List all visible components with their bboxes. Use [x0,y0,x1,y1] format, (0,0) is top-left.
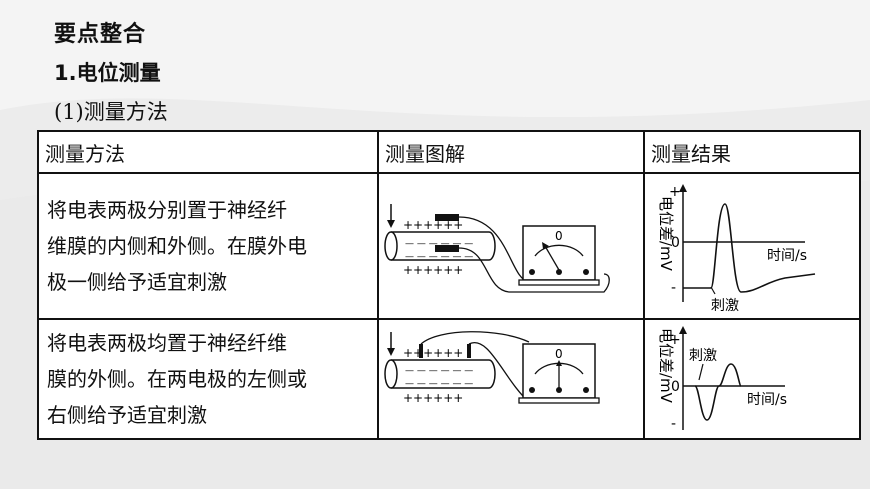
y-axis-arrow [679,184,687,192]
section-title: 1.电位测量 [54,61,161,85]
y-axis-label: 电位差/mV [657,196,675,272]
nerve-fiber [384,359,496,389]
meter-zero-label: 0 [555,229,563,243]
method-cell: 将电表两极分别置于神经纤 维膜的内侧和外侧。在膜外电 极一侧给予适宜刺激 [37,172,379,320]
right-electrode [467,344,471,358]
action-potential-curve [683,203,816,293]
measurement-table: 测量方法 测量图解 测量结果 将电表两极分别置于神经纤 维膜的内侧和外侧。在膜外… [37,130,861,440]
minus-charges-top: — — — — — — [405,239,473,249]
meter-zero-label: 0 [555,347,563,361]
potential-graph: 电位差/mV + 0 - 时间/s 刺激 [657,184,816,314]
stimulus-arrowhead [387,348,395,356]
stimulus-pointer [710,286,716,295]
outer-electrode [435,214,459,221]
stimulus-pointer [698,363,704,381]
table-header-row: 测量方法 测量图解 测量结果 [37,130,861,174]
inner-electrode [435,245,459,252]
y-minus-label: - [671,280,676,296]
y-zero-label: 0 [671,379,680,395]
y-axis-label: 电位差/mV [657,328,675,404]
minus-charges-bottom: — — — — — — [405,252,473,262]
header-method: 测量方法 [37,130,379,174]
plus-charges-top: ++++++ [403,346,463,360]
minus-charges-bottom: — — — — — — [405,379,473,389]
method-line: 将电表两极均置于神经纤维 [47,331,287,355]
plus-charges-bottom: ++++++ [403,263,463,277]
x-axis-label: 时间/s [767,248,807,264]
wire [468,341,530,403]
stimulus-arrowhead [387,220,395,228]
y-zero-label: 0 [671,235,680,251]
minus-charges-top: — — — — — — [405,366,473,376]
method-line: 极一侧给予适宜刺激 [47,270,227,294]
y-minus-label: - [671,416,676,432]
diagram-cell: ++++++ — — — — — — — — — — — — ++++++ [377,318,645,440]
diagram-cell: ++++++ — — — — — — — — — — — — ++++++ [377,172,645,320]
wire [458,247,610,293]
nerve-fiber-diagram: ++++++ — — — — — — — — — — — — ++++++ [384,331,600,405]
wire [420,331,530,345]
method-line: 维膜的内侧和外侧。在膜外电 [47,234,307,258]
stimulus-label: 刺激 [689,347,717,364]
method-line: 右侧给予适宜刺激 [47,403,207,427]
method-cell: 将电表两极均置于神经纤维 膜的外侧。在两电极的左侧或 右侧给予适宜刺激 [37,318,379,440]
y-plus-label: + [669,184,681,200]
result-cell: 电位差/mV + 0 - 刺激 时间/s [643,318,861,440]
galvanometer [518,225,600,286]
nerve-fiber [384,231,496,261]
plus-charges-top: ++++++ [403,218,463,232]
table-row: 将电表两极均置于神经纤维 膜的外侧。在两电极的左侧或 右侧给予适宜刺激 ++++… [37,318,861,440]
biphasic-curve [694,363,742,421]
x-axis-label: 时间/s [747,392,787,408]
header-result: 测量结果 [643,130,861,174]
left-electrode [419,344,423,358]
subsection-title: (1)测量方法 [54,100,168,124]
method-line: 将电表两极分别置于神经纤 [47,198,287,222]
y-plus-label: + [669,332,681,348]
potential-graph: 电位差/mV + 0 - 刺激 时间/s [657,326,787,432]
plus-charges-bottom: ++++++ [403,391,463,405]
header-diagram: 测量图解 [377,130,645,174]
result-cell: 电位差/mV + 0 - 时间/s 刺激 [643,172,861,320]
galvanometer [518,343,600,404]
table-row: 将电表两极分别置于神经纤 维膜的内侧和外侧。在膜外电 极一侧给予适宜刺激 +++… [37,172,861,320]
page-heading: 要点整合 [54,22,147,47]
nerve-fiber-diagram: ++++++ — — — — — — — — — — — — ++++++ [384,204,610,293]
y-axis-arrow [679,326,687,334]
stimulus-label: 刺激 [711,297,739,314]
method-line: 膜的外侧。在两电极的左侧或 [47,367,307,391]
